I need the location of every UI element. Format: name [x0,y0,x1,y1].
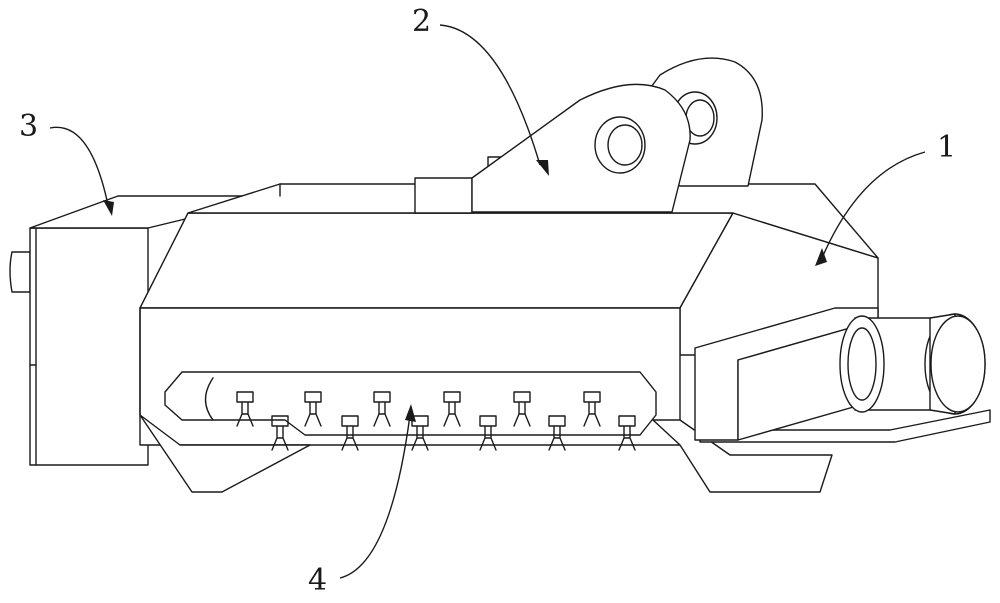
tooth [513,391,531,427]
leader-4 [339,414,411,579]
callout-label-1: 1 [937,130,957,165]
tooth [443,391,461,427]
leader-3 [49,126,109,206]
tooth [341,415,359,451]
leader-2 [439,24,541,166]
tooth [618,415,636,451]
teeth-row [236,391,636,451]
drive-assembly [694,307,991,443]
lifting-lug-part-2 [414,57,763,214]
tooth [548,415,566,451]
top-block [414,177,473,214]
tooth [479,415,497,451]
rear-stub [9,251,31,293]
tooth [304,391,322,427]
leader-lines [49,24,926,579]
body-top-face [139,212,734,309]
callout-label-3: 3 [19,109,39,144]
tooth-slot-part-4 [164,371,657,451]
front-lug [471,83,691,213]
callout-label-4: 4 [308,563,328,598]
front-lug-hole [594,116,646,174]
body-back-top [187,183,879,259]
rear-housing-front [29,227,149,466]
tooth [411,415,429,451]
tooth [373,391,391,427]
tooth [583,391,601,427]
motor-rear-end [839,315,885,413]
base-plate [699,409,991,443]
callout-label-2: 2 [412,4,432,39]
tooth [236,391,254,427]
leader-1 [821,151,926,259]
tooth [271,415,289,451]
body-lower-left [139,414,311,493]
